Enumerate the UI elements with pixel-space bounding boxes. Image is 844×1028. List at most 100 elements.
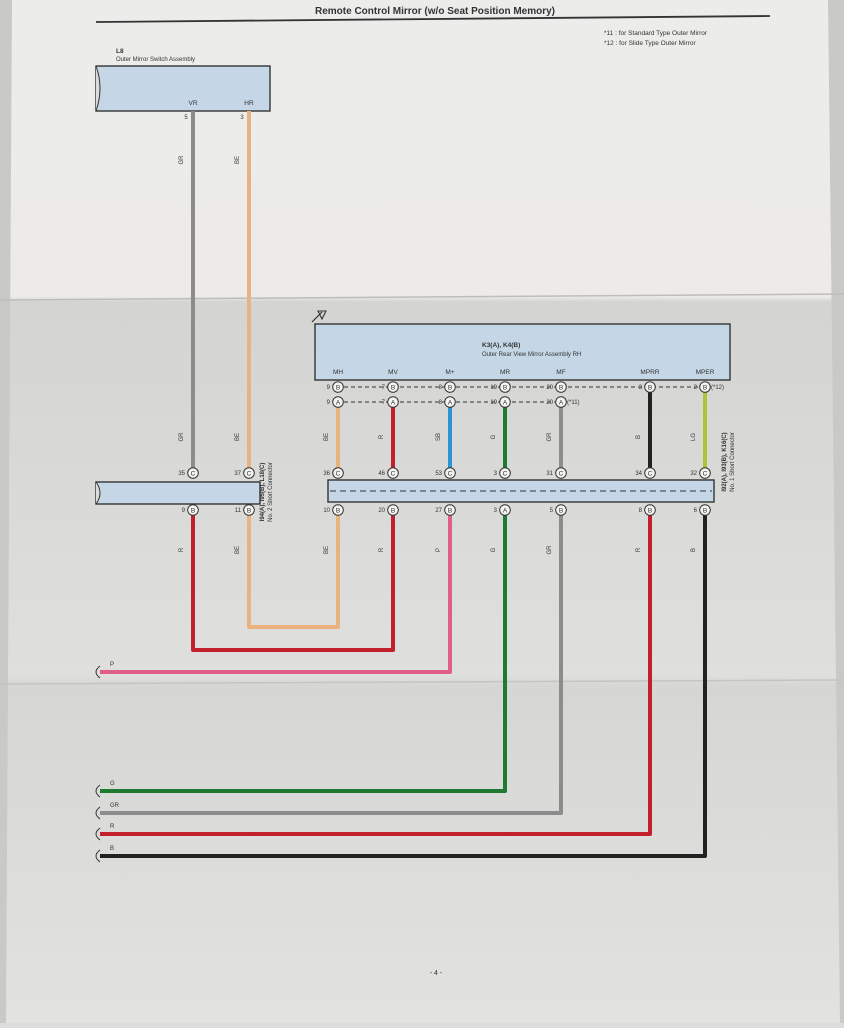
jc1-top-num-4: 31 [546,471,553,477]
wire-exit-break-4 [95,849,101,863]
jc1-top-pin-2-letter: C [448,470,453,477]
mirror-a-pin-2 [444,396,456,408]
mirror-b-pin-2-letter: B [448,384,452,391]
jc1-bottom-num-2: 27 [435,508,442,514]
wire-lower-code-6: B [691,548,697,552]
jc1-top-num-5: 34 [635,471,642,477]
jc1-bottom-pin-6 [699,504,711,516]
mirror-b-pin-0-letter: B [336,384,340,391]
jc2-bottom-pin-0-letter: B [191,507,195,514]
jc1-top-num-3: 3 [494,471,498,477]
jc1-top-num-2: 53 [435,471,442,477]
wire-upper-code-3: G [491,434,497,439]
mirror-b-num-4: 20 [546,385,553,391]
jc1-bottom-pin-2 [444,504,456,516]
jc2-bottom-pin-0 [187,504,199,516]
wire-exit-label-3: R [110,824,115,830]
mirror-b-pin-6-letter: B [703,384,707,391]
wire-exit-break-0 [95,665,101,679]
mirror-b-pin-1-letter: B [391,384,395,391]
wire-lower-code-5: R [636,547,642,552]
wire-exit-4 [100,515,707,858]
mirror-a-num-4: 20 [546,400,553,406]
mirror-pin-label-0: MH [333,369,343,376]
jc1-top-num-1: 46 [378,471,385,477]
jc2-box-break [95,481,101,505]
jc2-top-num-1: 37 [234,471,241,477]
mirror-b-note: (*12) [711,385,724,391]
jc1-bottom-pin-0-letter: B [336,507,340,514]
jc1-bottom-num-5: 8 [639,508,643,514]
wire-lower-code-3: G [491,547,497,552]
wire-exit-0 [100,515,452,674]
mirror-a-pin-3 [499,396,511,408]
wire-jc2-lower-code-r: R [179,547,185,552]
wire-upper-code-2: SB [436,433,442,441]
wire-exit-3 [100,515,652,836]
jc2-bottom-num-0: 9 [182,508,186,514]
jc1-top-pin-2 [444,467,456,479]
mirror-pin-label-4: MF [556,369,565,376]
jc1-top-pin-0 [332,467,344,479]
mirror-pin-label-1: MV [388,369,398,376]
mirror-b-num-3: 19 [490,385,497,391]
jc1-top-pin-4 [555,467,567,479]
ground-symbol [311,310,327,323]
wire-lower-code-0: BE [324,546,330,554]
wire-jc2-lower-code-be: BE [235,546,241,554]
mirror-b-num-6: 2 [694,385,698,391]
fold-line-upper [0,293,844,301]
switch-name: Outer Mirror Switch Assembly [116,57,195,63]
wire-switch-code-top-0: GR [179,155,185,165]
jc1-bottom-pin-3 [499,504,511,516]
jc2-bottom-pin-1-letter: B [247,507,251,514]
jc2-top-pin-0-letter: C [191,470,196,477]
mirror-a-pin-1-letter: A [391,399,396,406]
jc1-bottom-pin-6-letter: B [703,507,707,514]
wire-exit-label-1: G [110,781,115,787]
wire-loop-be [247,515,340,629]
jc1-code: I92(A), I93(B), K16(C) [722,432,728,491]
jc2-name: No. 2 Short Connector [268,462,274,522]
jc1-bottom-num-1: 20 [378,508,385,514]
jc1-top-pin-1-letter: C [391,470,396,477]
mirror-b-pin-5-letter: B [648,384,652,391]
jc1-top-pin-5-letter: C [648,470,653,477]
wire-switch-code-top-1: BE [235,156,241,164]
switch-pin-label-hr: HR [244,100,254,107]
mirror-a-pin-0 [332,396,344,408]
jc1-bottom-num-0: 10 [323,508,330,514]
mirror-b-num-5: 3 [639,385,643,391]
jc1-top-pin-1 [387,467,399,479]
wire-upper-code-0: BE [324,433,330,441]
mirror-a-num-2: 8 [439,400,443,406]
mirror-pin-label-2: M+ [445,369,454,376]
switch-pin-num-hr: 3 [240,115,244,121]
wire-exit-break-2 [95,806,101,820]
jc1-bottom-pin-1 [387,504,399,516]
mirror-b-num-0: 9 [327,385,331,391]
mirror-b-pin-2 [444,381,456,393]
jc1-top-num-6: 32 [690,471,697,477]
wire-loop-r [191,515,395,652]
mirror-a-pin-2-letter: A [448,399,453,406]
wire-exit-2 [100,515,563,815]
jc2-top-pin-0 [187,467,199,479]
jc1-bottom-pin-5-letter: B [648,507,652,514]
jc2-code: I94(A), I95(B), L18(C) [260,463,266,522]
jc1-bottom-num-6: 6 [694,508,698,514]
jc1-top-pin-4-letter: C [559,470,564,477]
jc1-bottom-pin-0 [332,504,344,516]
wire-switch-code-mid-0: GR [179,432,185,442]
wire-exit-break-3 [95,827,101,841]
page-number: - 4 - [430,970,443,977]
switch-assembly-box [95,65,271,112]
jc2-top-num-0: 35 [178,471,185,477]
switch-code: L8 [116,48,124,55]
short-connector-2-box [95,481,261,505]
wire-upper-code-5: B [636,435,642,439]
switch-pin-label-vr: VR [188,100,197,107]
mirror-a-num-1: 7 [382,400,386,406]
